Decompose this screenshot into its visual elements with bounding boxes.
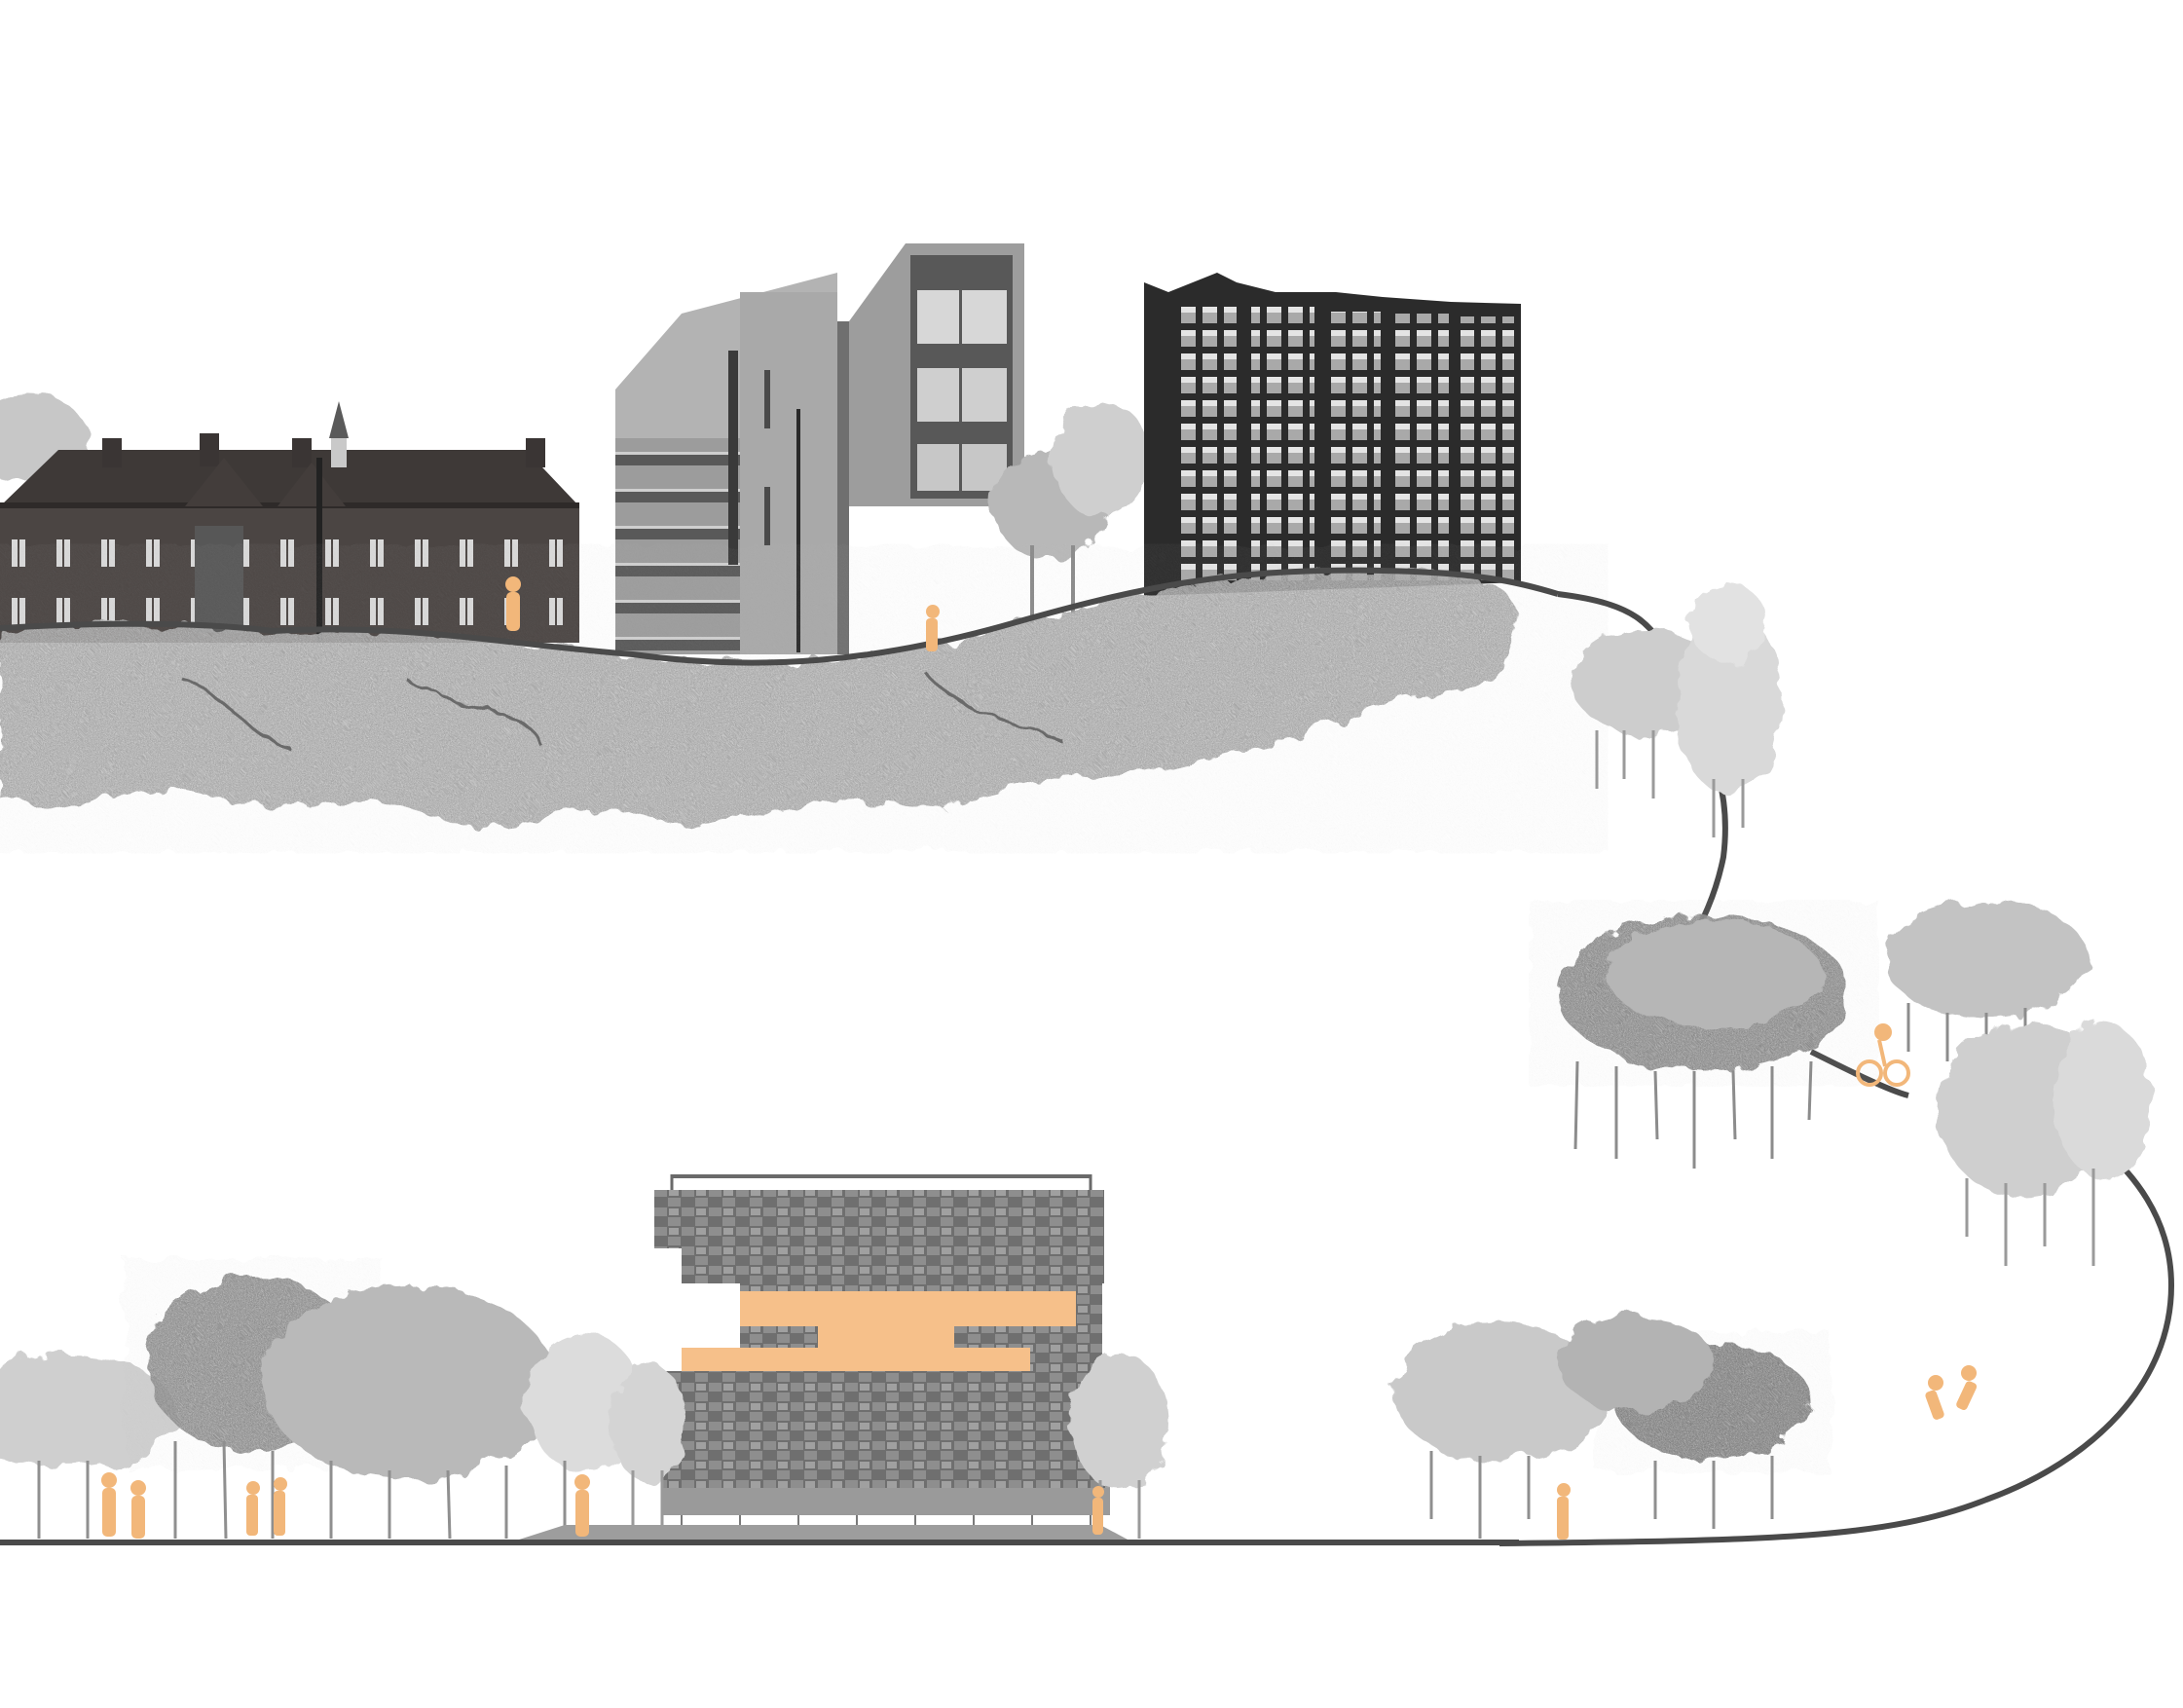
ground-mass-upper	[0, 570, 1519, 828]
person-icon	[505, 576, 521, 631]
person-icon	[926, 605, 940, 651]
tree-icon	[1392, 1315, 1811, 1539]
person-icon	[1092, 1486, 1104, 1535]
feature-panel	[682, 1291, 1076, 1371]
person-icon	[1557, 1483, 1571, 1540]
upper-level	[0, 243, 1559, 828]
tree-icon	[1938, 1022, 2152, 1266]
person-icon	[574, 1474, 590, 1537]
person-icon	[101, 1472, 146, 1539]
tree-icon	[609, 1354, 1168, 1539]
upper-ground-line	[0, 567, 1559, 666]
person-icon	[246, 1477, 287, 1536]
new-building	[654, 1174, 1110, 1539]
tree-icon	[0, 1276, 643, 1540]
brick-building	[0, 401, 579, 643]
glass-tower	[1144, 273, 1521, 596]
plaza-plinth	[516, 1525, 1129, 1541]
running-figures-icon	[1925, 1365, 1978, 1420]
ramp-trees	[1558, 584, 2152, 1420]
tree-icon	[1558, 915, 1850, 1169]
lower-level	[0, 1174, 1811, 1545]
concrete-office-building	[615, 243, 1024, 654]
tree-icon	[1572, 584, 1782, 837]
cyclist-icon	[1856, 1023, 1910, 1087]
tree-icon	[993, 399, 1149, 623]
